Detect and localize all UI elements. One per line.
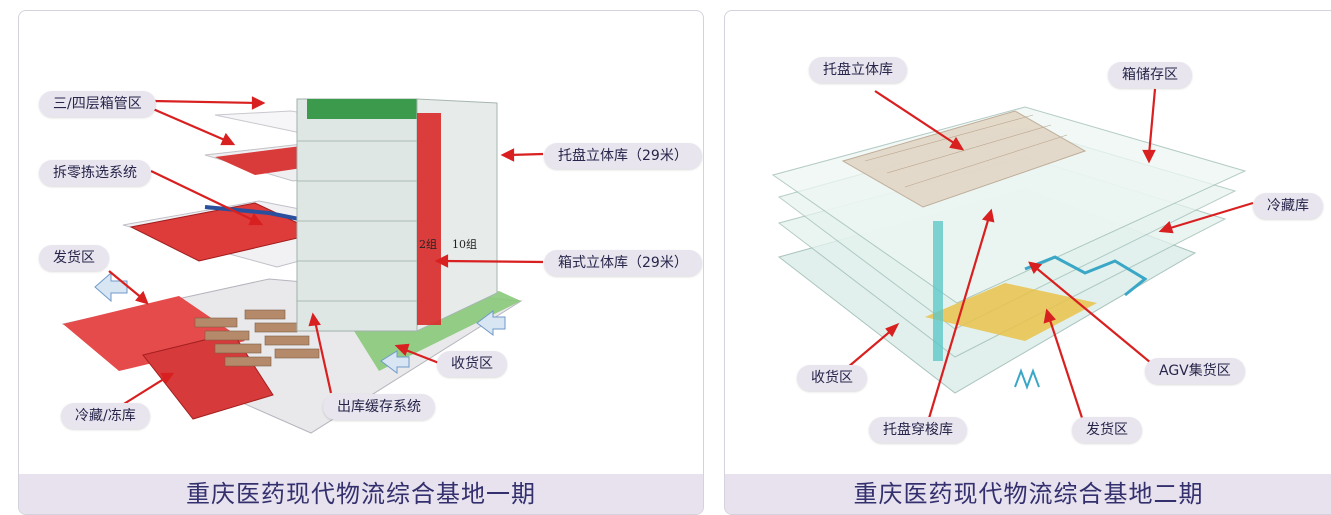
rack-tower-green-roof xyxy=(307,99,417,119)
receiving-flow-arrow-icon-2 xyxy=(380,350,410,374)
group-label-a: 2组 xyxy=(419,237,437,251)
receiving-zone-floor xyxy=(349,291,521,371)
pointer-arrows xyxy=(108,96,544,408)
label-box-tier: 三/四层箱管区 xyxy=(39,91,156,117)
agv-zone-floor xyxy=(925,283,1097,341)
shipping-flow-arrow-icon xyxy=(94,271,128,303)
phase-one-warehouse-illustration: 2组 10组 xyxy=(61,96,544,434)
cold-storage-block xyxy=(142,332,274,420)
label-box-storage: 箱储存区 xyxy=(1108,62,1192,88)
phase-two-warehouse-illustration xyxy=(771,88,1254,428)
label-cold-room: 冷藏库 xyxy=(1253,193,1323,219)
label-box-rack: 箱式立体库（29米） xyxy=(544,250,702,276)
label-shipping: 发货区 xyxy=(1072,417,1142,443)
rack-grid xyxy=(864,114,1068,188)
label-pallet-rack: 托盘立体库 xyxy=(809,57,907,83)
rack-tower xyxy=(296,98,418,332)
label-split-picking: 拆零拣选系统 xyxy=(39,160,151,186)
receiving-flow-arrow-icon xyxy=(476,310,506,336)
label-outbound-buffer: 出库缓存系统 xyxy=(323,394,435,420)
vertical-lift-cyan xyxy=(933,221,943,361)
label-receiving: 收货区 xyxy=(437,351,507,377)
cold-zone-floor xyxy=(63,296,245,371)
phase-two-caption-bar: 重庆医药现代物流综合基地二期 xyxy=(725,474,1331,514)
label-cold-storage: 冷藏/冻库 xyxy=(61,403,150,429)
conveyor-loop xyxy=(1024,255,1148,297)
conveyor-coil xyxy=(1014,368,1040,390)
label-shipping: 发货区 xyxy=(39,245,109,271)
phase-one-caption: 重庆医药现代物流综合基地一期 xyxy=(19,474,703,514)
label-pallet-rack: 托盘立体库（29米） xyxy=(544,143,702,169)
phase-two-caption: 重庆医药现代物流综合基地二期 xyxy=(853,480,1204,508)
rack-tower-lines xyxy=(297,140,417,302)
group-label-b: 10组 xyxy=(452,237,477,251)
ground-racks xyxy=(194,309,320,367)
phase-two-panel: 托盘立体库 箱储存区 冷藏库 收货区 AGV集货区 托盘穿梭库 发货区 重庆医药… xyxy=(724,10,1331,515)
pointer-arrows xyxy=(840,88,1254,428)
label-agv: AGV集货区 xyxy=(1145,358,1245,384)
rack-tower-red-column xyxy=(417,113,441,325)
label-receiving: 收货区 xyxy=(797,365,867,391)
label-pallet-shuttle: 托盘穿梭库 xyxy=(869,417,967,443)
pallet-rack-block xyxy=(841,110,1087,208)
phase-one-panel: 2组 10组 三/四层箱管区 拆零拣选系统 发货区 冷藏/冻库 托盘立体库（29… xyxy=(18,10,704,515)
